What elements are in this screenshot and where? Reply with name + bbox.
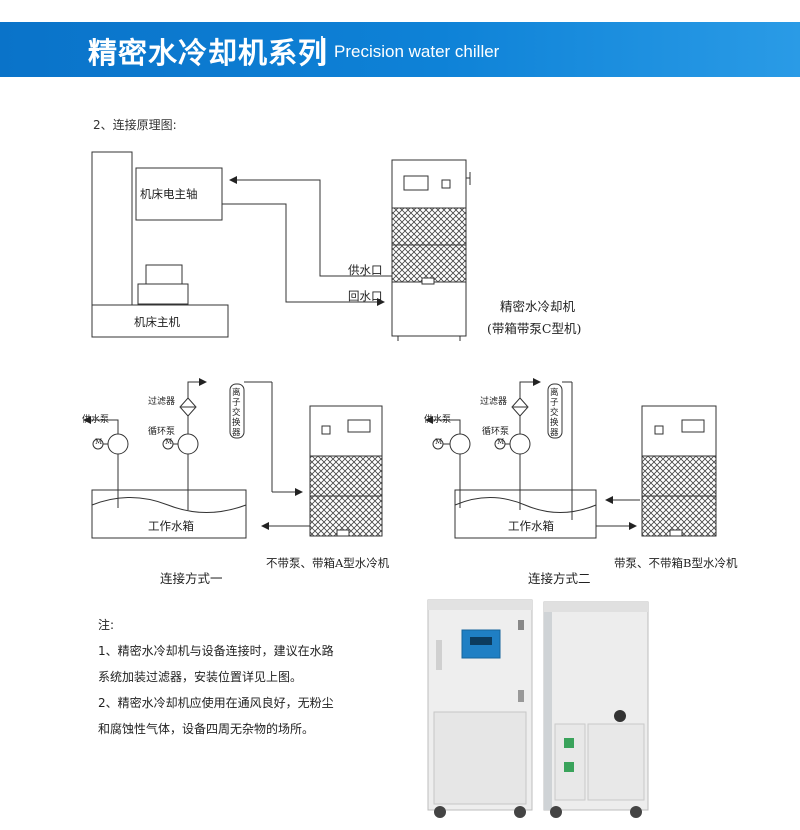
diagram-a-graphics xyxy=(83,378,383,539)
a-chiller-label: 不带泵、带箱A型水冷机 xyxy=(266,556,390,570)
b-supply-motor-label: M xyxy=(435,438,443,446)
a-tank-label: 工作水箱 xyxy=(148,519,194,533)
notes-line-2: 系统加装过滤器，安装位置详见上图。 xyxy=(98,670,303,684)
top-pipes xyxy=(222,176,392,306)
title-cn: 精密水冷却机系列 xyxy=(88,36,329,70)
host-label: 机床主机 xyxy=(134,315,180,329)
chiller-caption-2: (带箱带泵C型机) xyxy=(487,321,582,336)
header-banner: 精密水冷却机系列 Precision water chiller xyxy=(0,22,800,77)
a-supply-motor-label: M xyxy=(95,438,103,446)
title-en: Precision water chiller xyxy=(334,42,500,61)
b-chiller-label: 带泵、不带箱B型水冷机 xyxy=(614,556,738,570)
machine-tool xyxy=(91,151,229,338)
diagram-b-graphics xyxy=(425,378,717,539)
a-circ-motor-label: M xyxy=(165,438,173,446)
notes-line-1: 1、精密水冷却机与设备连接时，建议在水路 xyxy=(98,644,334,658)
a-circ-pump-label: 循环泵 xyxy=(148,427,176,437)
a-filter-label: 过滤器 xyxy=(148,397,176,407)
notes-line-4: 和腐蚀性气体，设备四周无杂物的场所。 xyxy=(98,722,315,736)
b-tank-label: 工作水箱 xyxy=(508,519,554,533)
b-caption: 连接方式二 xyxy=(528,571,591,586)
a-supply-pump-label: 供水泵 xyxy=(82,415,110,425)
b-filter-label: 过滤器 xyxy=(480,397,508,407)
chiller-photo xyxy=(427,599,649,818)
b-supply-pump-label: 供水泵 xyxy=(424,415,452,425)
return-port-label: 回水口 xyxy=(348,289,383,303)
supply-port-label: 供水口 xyxy=(348,263,383,277)
notes-line-3: 2、精密水冷却机应使用在通风良好，无粉尘 xyxy=(98,696,334,710)
top-chiller xyxy=(391,159,471,341)
chiller-caption-1: 精密水冷却机 xyxy=(500,299,576,314)
a-caption: 连接方式一 xyxy=(160,571,223,586)
notes-block: 注: 1、精密水冷却机与设备连接时，建议在水路 系统加装过滤器，安装位置详见上图… xyxy=(98,612,388,742)
section-title: 2、连接原理图: xyxy=(93,118,177,132)
title-divider xyxy=(321,36,323,64)
b-circ-pump-label: 循环泵 xyxy=(482,427,510,437)
notes-heading: 注: xyxy=(98,618,115,632)
b-circ-motor-label: M xyxy=(497,438,505,446)
a-ion-exchanger-label: 离子交换器 xyxy=(232,388,241,438)
b-ion-exchanger-label: 离子交换器 xyxy=(550,388,559,438)
spindle-label: 机床电主轴 xyxy=(140,187,198,201)
